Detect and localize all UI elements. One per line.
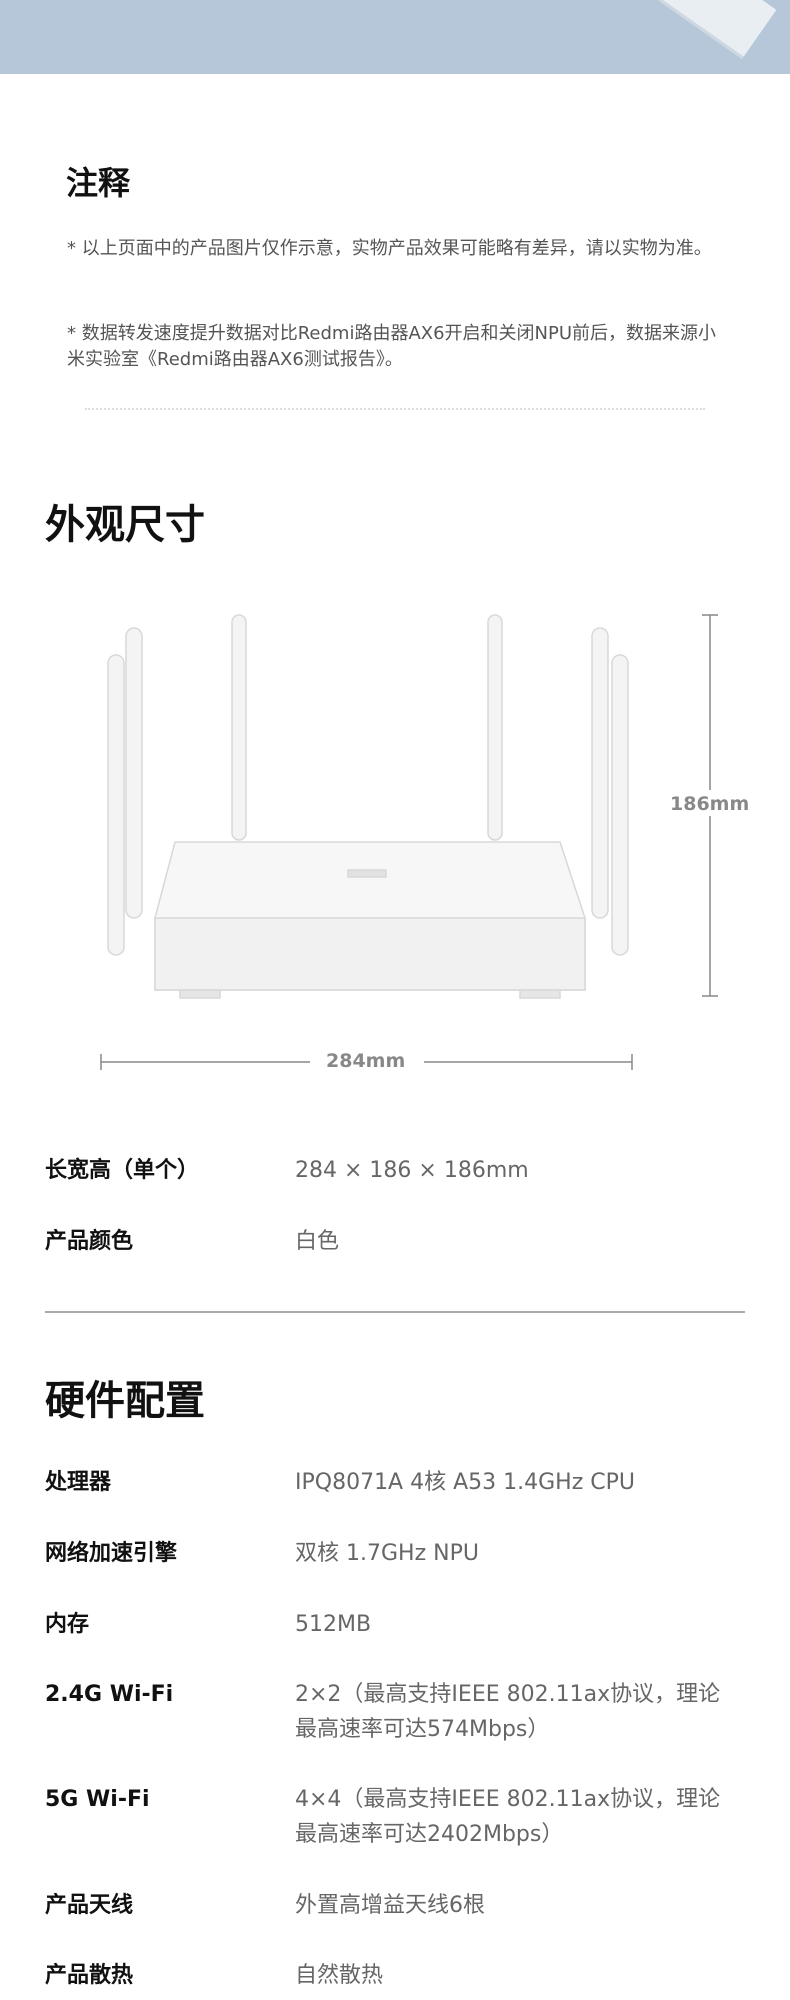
- note-item: * 以上页面中的产品图片仅作示意，实物产品效果可能略有差异，请以实物为准。: [67, 238, 712, 259]
- spec-label: 产品散热: [45, 1963, 134, 1988]
- spec-label: 5G Wi-Fi: [45, 1787, 150, 1812]
- spec-label: 内存: [45, 1612, 90, 1637]
- spec-label: 长宽高（单个）: [45, 1158, 200, 1183]
- section-divider: [45, 1311, 745, 1313]
- spec-label: 处理器: [45, 1470, 112, 1495]
- router-image: [107, 614, 629, 999]
- spec-value: 2×2（最高支持IEEE 802.11ax协议，理论最高速率可达574Mbps）: [295, 1682, 721, 1742]
- spec-label: 网络加速引擎: [45, 1541, 178, 1566]
- spec-value: 512MB: [295, 1612, 372, 1637]
- height-label: 186mm: [670, 793, 750, 815]
- spec-value: IPQ8071A 4核 A53 1.4GHz CPU: [295, 1470, 635, 1495]
- spec-value: 284 × 186 × 186mm: [295, 1158, 529, 1183]
- spec-value: 白色: [295, 1229, 340, 1254]
- width-label: 284mm: [326, 1050, 406, 1072]
- router-dimension-diagram: [100, 614, 755, 1070]
- faded-text-line: [85, 408, 705, 412]
- width-dimension-line: [100, 1054, 633, 1070]
- spec-label: 产品天线: [45, 1893, 134, 1918]
- notes-title: 注释: [66, 164, 131, 202]
- spec-label: 产品颜色: [45, 1229, 134, 1254]
- spec-value: 外置高增益天线6根: [295, 1893, 485, 1918]
- spec-value: 4×4（最高支持IEEE 802.11ax协议，理论最高速率可达2402Mbps…: [295, 1787, 721, 1847]
- spec-value: 双核 1.7GHz NPU: [295, 1541, 479, 1566]
- hardware-title: 硬件配置: [45, 1378, 205, 1424]
- spec-label: 2.4G Wi-Fi: [45, 1682, 174, 1707]
- spec-value: 自然散热: [295, 1963, 384, 1988]
- product-banner: [0, 0, 790, 74]
- note-item: * 数据转发速度提升数据对比Redmi路由器AX6开启和关闭NPU前后，数据来源…: [67, 323, 717, 370]
- appearance-title: 外观尺寸: [45, 502, 205, 548]
- router-image-partial: [643, 0, 777, 59]
